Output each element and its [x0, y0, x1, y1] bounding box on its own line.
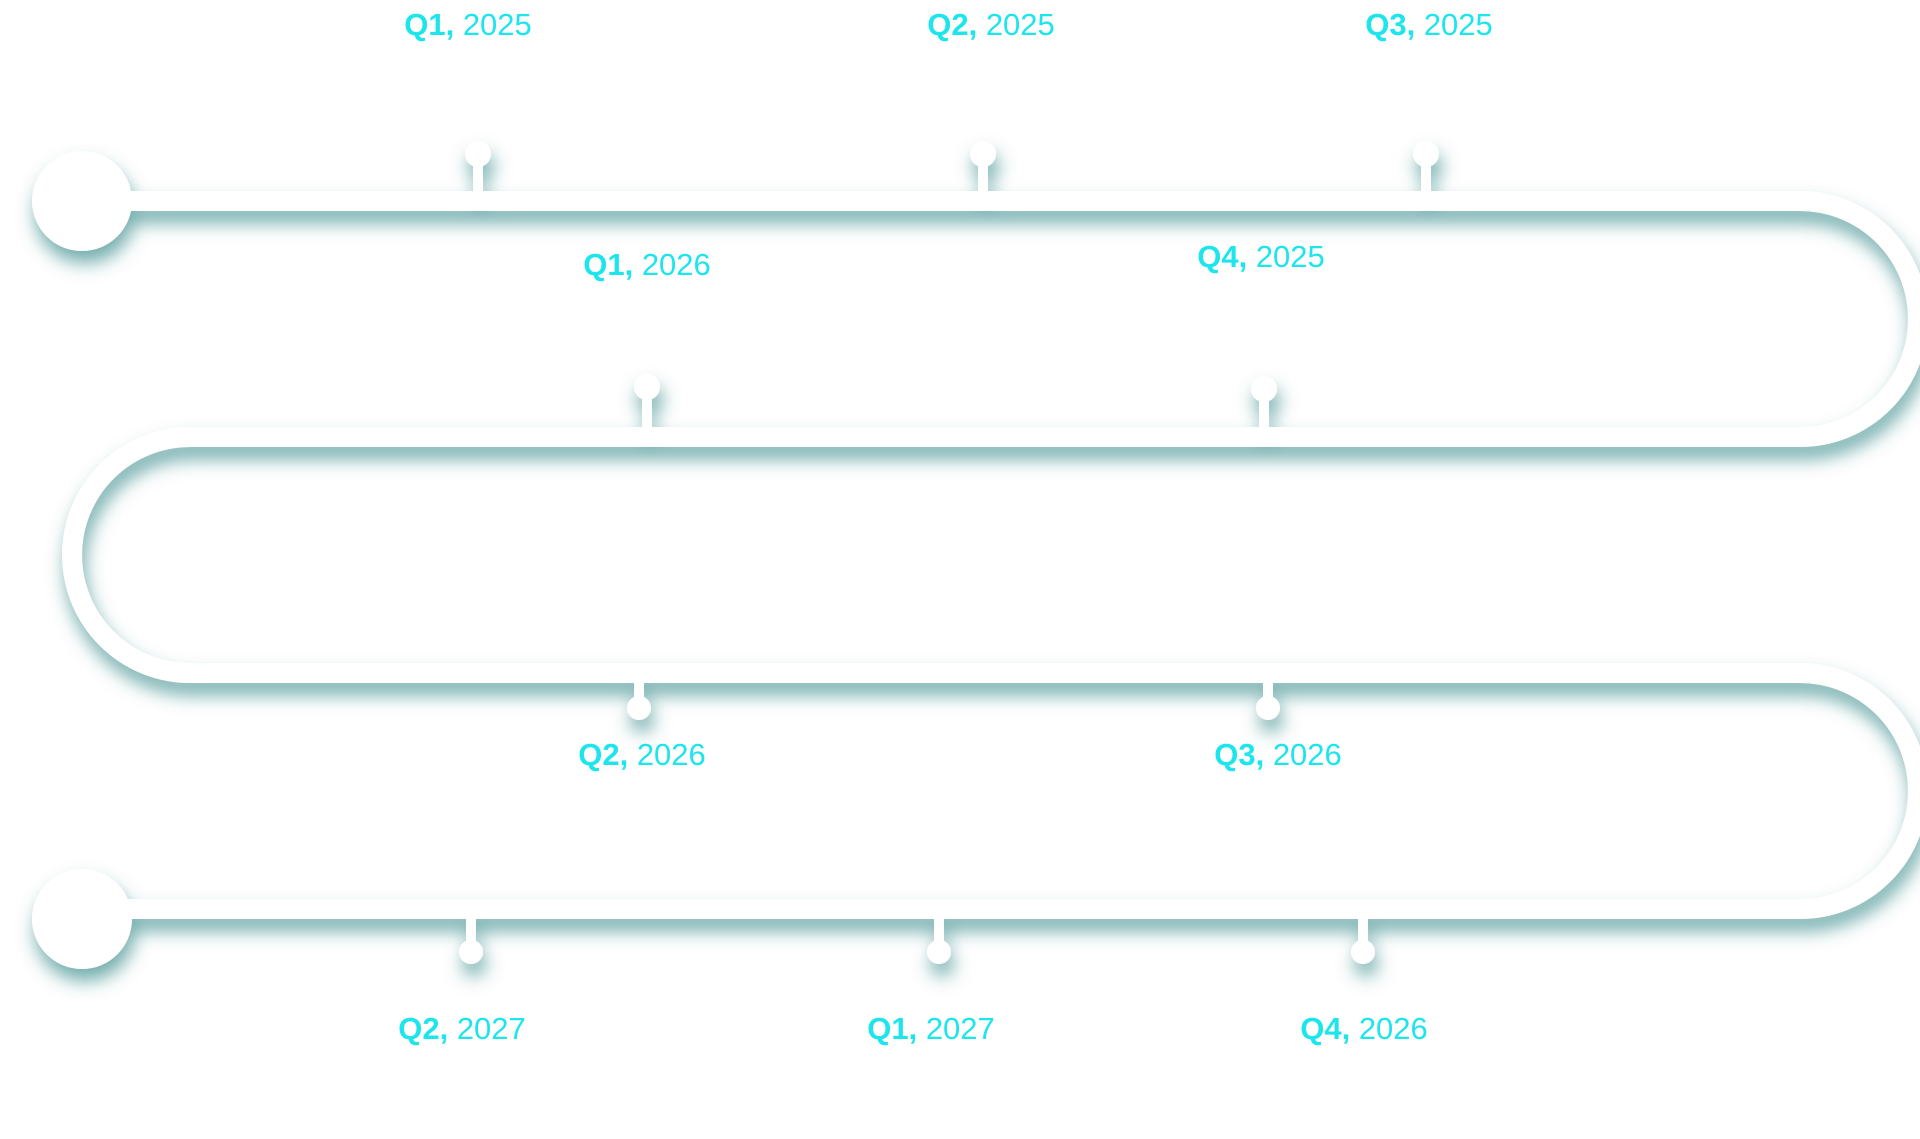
milestone-label-q3-2025: Q3, 2025 — [1365, 7, 1493, 43]
milestone-quarter: Q1, — [867, 1011, 918, 1046]
milestone-year: 2025 — [1255, 239, 1325, 274]
pin-q1-2025 — [465, 141, 491, 195]
milestone-label-q1-2025: Q1, 2025 — [404, 7, 532, 43]
pin-q1-2026 — [634, 374, 660, 430]
serpentine-road — [62, 191, 1920, 919]
milestone-year: 2027 — [925, 1011, 995, 1046]
milestone-year: 2025 — [1423, 7, 1493, 42]
milestone-year: 2025 — [985, 7, 1055, 42]
pin-q3-2026 — [1256, 678, 1280, 720]
segment-gaps — [739, 186, 749, 216]
end-node — [32, 869, 132, 969]
milestone-label-q3-2026: Q3, 2026 — [1214, 737, 1342, 773]
milestone-quarter: Q2, — [578, 737, 629, 772]
pin-q4-2025 — [1251, 376, 1277, 430]
pin-q2-2027 — [459, 915, 483, 964]
milestone-quarter: Q1, — [404, 7, 455, 42]
pin-q3-2025 — [1413, 141, 1439, 195]
start-node — [32, 151, 132, 251]
milestone-quarter: Q2, — [927, 7, 978, 42]
milestone-label-q2-2027: Q2, 2027 — [398, 1011, 526, 1047]
milestone-year: 2026 — [641, 247, 711, 282]
milestone-quarter: Q3, — [1214, 737, 1265, 772]
milestone-year: 2026 — [1358, 1011, 1428, 1046]
milestone-quarter: Q1, — [583, 247, 634, 282]
pin-q4-2026 — [1351, 915, 1375, 964]
pin-q2-2025 — [970, 141, 996, 195]
milestone-year: 2025 — [462, 7, 532, 42]
milestone-label-q4-2026: Q4, 2026 — [1300, 1011, 1428, 1047]
milestone-label-q1-2026: Q1, 2026 — [583, 247, 711, 283]
pin-q2-2026 — [627, 678, 651, 720]
milestone-label-q1-2027: Q1, 2027 — [867, 1011, 995, 1047]
milestone-quarter: Q3, — [1365, 7, 1416, 42]
milestone-label-q4-2025: Q4, 2025 — [1197, 239, 1325, 275]
milestone-quarter: Q4, — [1197, 239, 1248, 274]
milestone-quarter: Q4, — [1300, 1011, 1351, 1046]
pin-q1-2027 — [927, 915, 951, 964]
milestone-quarter: Q2, — [398, 1011, 449, 1046]
milestone-year: 2026 — [636, 737, 706, 772]
milestone-label-q2-2026: Q2, 2026 — [578, 737, 706, 773]
milestone-year: 2026 — [1272, 737, 1342, 772]
milestone-label-q2-2025: Q2, 2025 — [927, 7, 1055, 43]
milestone-year: 2027 — [456, 1011, 526, 1046]
